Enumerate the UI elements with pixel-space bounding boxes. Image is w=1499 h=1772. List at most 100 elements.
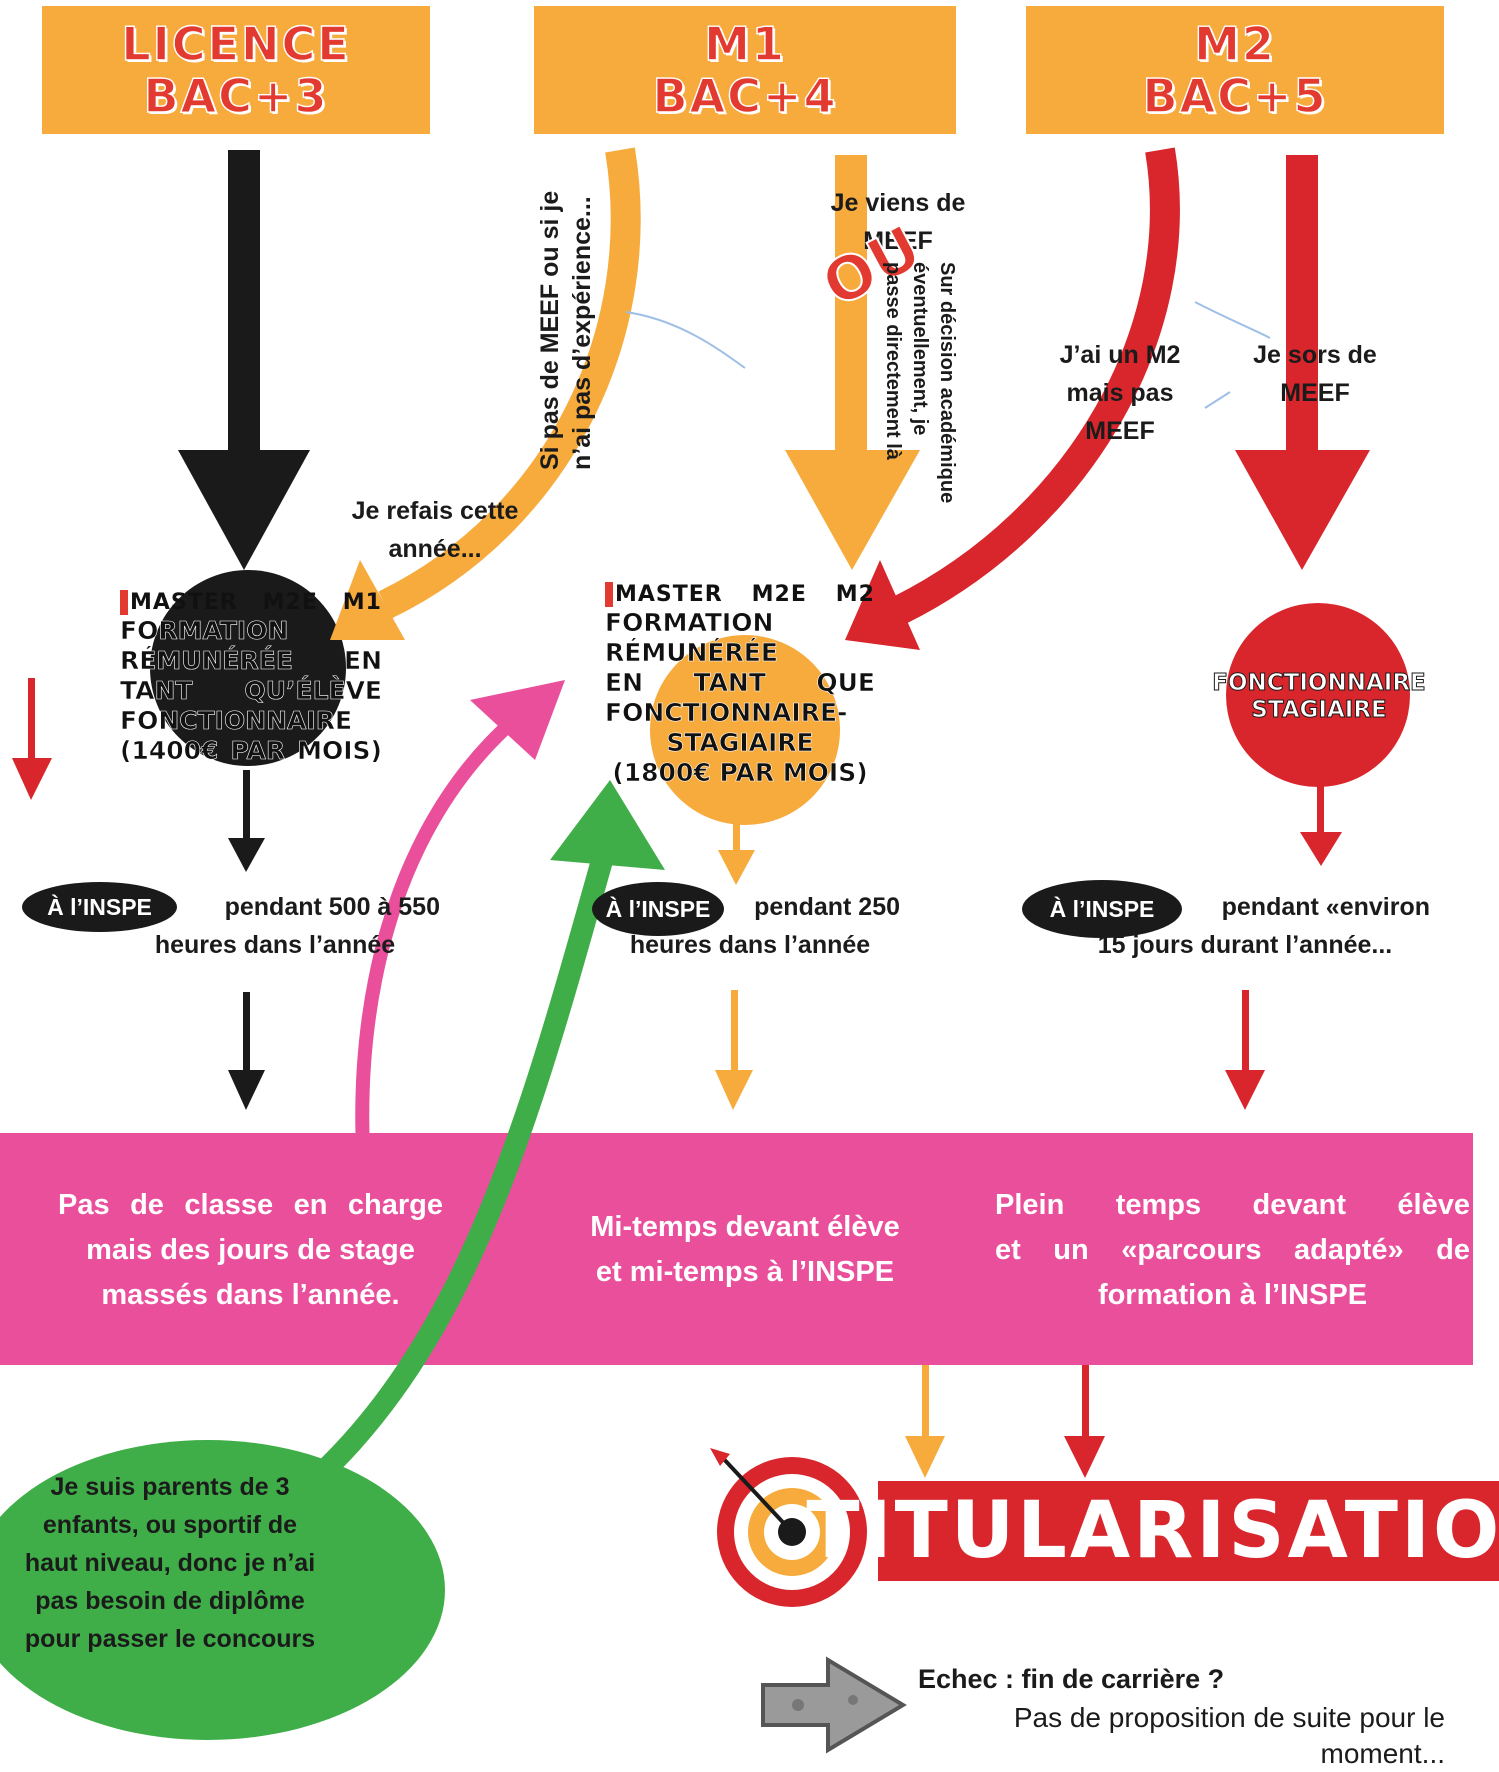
band-col2: Mi-temps devant élève et mi-temps à l’IN… [555,1205,935,1295]
green-l5: pour passer le concours [24,1625,316,1653]
band-col3: Plein temps devant élève et un «parcours… [995,1183,1470,1318]
licence-small-arrow-1 [228,770,265,872]
band-col3-l2: et un «parcours adapté» de [995,1234,1470,1266]
band-col3-l3: formation à l’INSPE [1097,1279,1368,1311]
label-je-viens: Je viens de MEEF [808,184,988,260]
band-col1: Pas de classe en charge mais des jours d… [58,1183,443,1318]
inspe-text-3-a: pendant «environ [1221,893,1430,921]
arrow-stone-icon [761,1656,907,1754]
inspe-text-1: pendant 500 à 550 heures dans l’année [110,888,440,964]
target-icon [710,1448,867,1607]
green-l2: enfants, ou sportif de [42,1511,298,1539]
fonctionnaire-circle [1226,603,1410,787]
green-text: Je suis parents de 3 enfants, ou sportif… [0,1468,340,1658]
master-m2-head: MASTER M2E M2 [605,582,875,608]
header-m2-line1: M2 [1193,17,1276,71]
master-m2-line2: RÉMUNÉRÉE [605,638,779,668]
licence-small-arrow-2 [228,992,265,1110]
inspe-text-2-b: heures dans l’année [629,931,871,959]
inspe-text-3-b: 15 jours durant l’année... [1097,931,1393,959]
header-licence-line2: BAC+3 [143,69,329,123]
m2-down-arrow [1235,155,1370,570]
titularisation-text: TITULARISATION [806,1486,1499,1576]
green-oval [0,1440,445,1740]
header-m2: M2 BAC+5 [1026,6,1444,134]
label-je-refais-line2: année... [388,535,482,563]
left-red-arrow [12,678,52,800]
master-m2-circle [650,635,840,825]
band-orange-arrow [905,1360,945,1478]
header-m2-line2: BAC+5 [1142,69,1328,123]
label-jai-un-m2-line1: J’ai un M2 [1059,341,1181,369]
header-m1-line1: M1 [703,17,786,71]
header-licence: LICENCE BAC+3 [42,6,430,134]
label-je-sors-line1: Je sors de [1253,341,1377,369]
master-m1-line5: (1400€ PAR MOIS) [120,736,383,766]
fonctionnaire-line1: FONCTIONNAIRE [1212,670,1426,697]
echec-title: Echec : fin de carrière ? [918,1664,1225,1694]
label-jai-un-m2-line3: MEEF [1085,417,1155,445]
label-jai-un-m2-line2: mais pas [1066,379,1174,407]
label-je-viens-line1: Je viens de [830,189,966,217]
band-col2-l1: Mi-temps devant élève [590,1211,900,1243]
band-col1-l2: mais des jours de stage [86,1234,415,1266]
inspe-pill-2: À l’INSPE [592,882,724,936]
master-m1-head: MASTER M2E M1 [120,590,382,616]
green-l3: haut niveau, donc je n’ai [24,1549,316,1577]
label-sur-decision: Sur décision académique éventuellement, … [879,262,960,503]
label-jai-un-m2: J’ai un M2 mais pas MEEF [1040,336,1200,450]
green-l4: pas besoin de diplôme [35,1587,305,1615]
label-si-pas-meef: Si pas de MEEF ou si je n’ai pas d’expér… [534,191,598,470]
label-sur-decision-line3: passe directement là [882,262,904,460]
master-m1-line1: FORMATION [120,616,289,646]
label-sur-decision-line1: Sur décision académique [936,262,958,504]
master-m2-block: MASTER M2E M2 FORMATION RÉMUNÉRÉE EN TAN… [605,582,875,788]
master-m1-line2: RÉMUNÉRÉE EN [120,646,383,676]
master-m2-line3: EN TANT QUE [605,668,876,698]
m1-small-arrow-2 [715,990,753,1110]
master-m2-line6: (1800€ PAR MOIS) [612,758,868,788]
header-m1: M1 BAC+4 [534,6,956,134]
inspe-text-3: pendant «environ 15 jours durant l’année… [1060,888,1430,964]
band-col1-l3: massés dans l’année. [101,1279,400,1311]
label-je-viens-line2: MEEF [863,227,933,255]
inspe-pill-3: À l’INSPE [1022,880,1182,938]
master-m1-block: MASTER M2E M1 FORMATION RÉMUNÉRÉE EN TAN… [120,590,382,766]
inspe-text-1-b: heures dans l’année [154,931,396,959]
label-je-sors: Je sors de MEEF [1230,336,1400,412]
pink-band [0,1133,1473,1365]
m1-to-m1-curve [378,147,641,619]
band-col2-l2: et mi-temps à l’INSPE [595,1256,895,1288]
band-col1-l1: Pas de classe en charge [58,1189,443,1221]
label-je-sors-line2: MEEF [1280,379,1350,407]
inspe-pill-1: À l’INSPE [22,882,177,932]
inspe-text-2: pendant 250 heures dans l’année [600,888,900,964]
fonctionnaire-label: FONCTIONNAIRE STAGIAIRE [1188,670,1450,724]
m2-small-arrow-1 [1300,775,1342,866]
m1-small-arrow-1 [718,780,755,885]
label-sur-decision-line2: éventuellement, je [909,262,931,436]
m2-small-arrow-2 [1225,990,1265,1110]
label-je-refais: Je refais cette année... [335,492,535,568]
master-m2-line1: FORMATION [605,608,774,638]
master-m1-line4: FONCTIONNAIRE [120,706,353,736]
fonctionnaire-line2: STAGIAIRE [1251,697,1387,724]
master-m2-line4: FONCTIONNAIRE- [605,698,848,728]
echec-line1: Pas de proposition de suite pour le [1013,1702,1445,1733]
master-m1-line3: TANT QU’ÉLÈVE [120,676,383,706]
echec-sub: Pas de proposition de suite pour le mome… [920,1700,1445,1772]
label-je-refais-line1: Je refais cette [351,497,519,525]
m1-down-arrow [785,155,920,570]
band-col3-l1: Plein temps devant élève [995,1189,1470,1221]
licence-down-arrow [178,150,310,570]
pink-curve-arrow [355,709,525,1282]
green-l1: Je suis parents de 3 [50,1473,290,1501]
label-si-pas-meef-line2: n’ai pas d’expérience... [568,196,596,470]
band-red-arrow [1064,1360,1105,1478]
header-m1-line2: BAC+4 [652,69,838,123]
header-licence-line1: LICENCE [121,17,351,71]
master-m2-line5: STAGIAIRE [666,728,814,758]
inspe-text-2-a: pendant 250 [754,893,900,921]
